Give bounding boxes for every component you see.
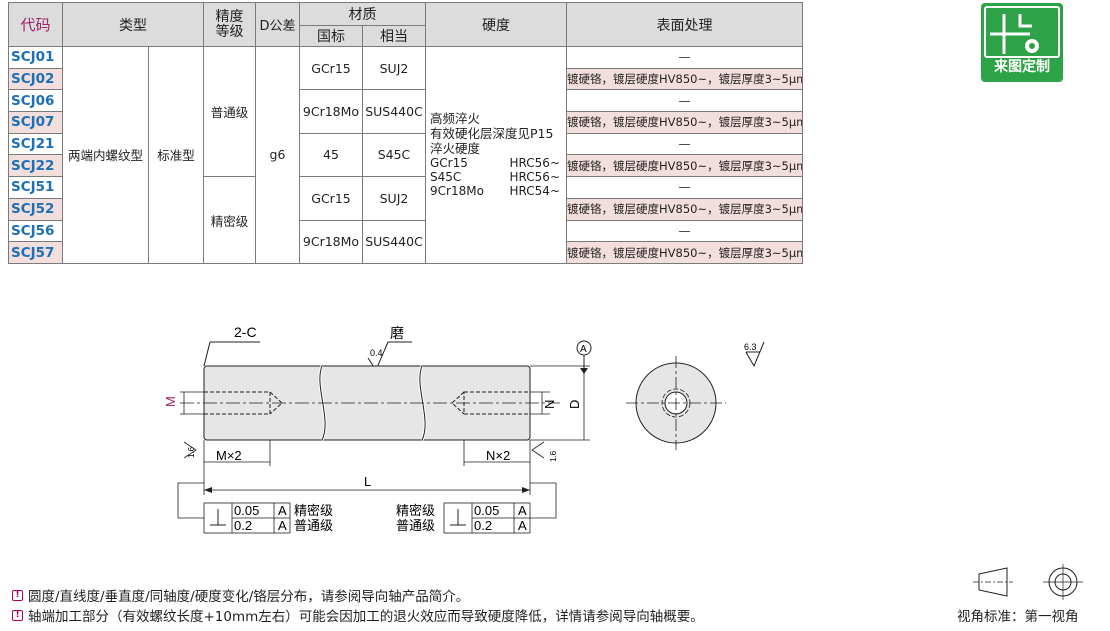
- hardness-material: S45C: [430, 170, 462, 185]
- first-angle-projection-icon: [973, 564, 1083, 600]
- tol-datum-left: A: [278, 503, 287, 518]
- surface-cell: 镀硬铬，镀层硬度HV850~，镀层厚度3~5μm: [566, 197, 803, 221]
- label-normal-right: 普通级: [396, 518, 435, 533]
- dim-N: N: [542, 400, 557, 409]
- precision-fine-cell: 精密级: [203, 176, 256, 264]
- hardness-material: GCr15: [430, 156, 468, 171]
- label-fine-right: 精密级: [396, 503, 435, 518]
- surface-cell: —: [566, 46, 803, 69]
- tol-normal-left: 0.2: [234, 518, 252, 533]
- tol-datum-left-2: A: [278, 518, 287, 533]
- tol-datum-right-2: A: [518, 518, 527, 533]
- header-surface: 表面处理: [566, 2, 803, 47]
- header-hardness: 硬度: [425, 2, 567, 47]
- general-roughness-symbol: 6.3: [744, 341, 765, 368]
- surface-cell: —: [566, 89, 803, 113]
- info-icon: !: [12, 589, 23, 601]
- blueprint-icon: [990, 14, 1039, 54]
- label-fine-left: 精密级: [294, 503, 333, 518]
- hardness-line1: 高频淬火: [430, 111, 481, 127]
- shaft-drawing: 2-C 磨 0.4 A M N D M×2 N×2 1.6 1.6: [163, 324, 726, 534]
- material-eq-cell: S45C: [362, 132, 426, 178]
- dim-M: M: [163, 396, 178, 407]
- material-eq-cell: SUJ2: [362, 176, 426, 221]
- note-2: ! 轴端加工部分（有效螺纹长度+10mm左右）可能会因加工的退火效应而导致硬度降…: [12, 605, 704, 625]
- general-roughness: 6.3: [744, 342, 757, 352]
- material-eq-cell: SUS440C: [362, 219, 426, 264]
- hardness-value: HRC54~: [509, 184, 560, 199]
- tol-fine-right: 0.05: [474, 503, 499, 518]
- info-icon: !: [12, 609, 23, 621]
- header-material: 材质: [299, 2, 426, 26]
- end-roughness-right: 1.6: [549, 450, 558, 462]
- view-standard-label: 视角标准：第一视角: [957, 609, 1079, 625]
- datum-label: A: [580, 344, 587, 355]
- d-tolerance-cell: g6: [255, 46, 300, 264]
- material-cn-cell: 45: [299, 132, 363, 178]
- code-cell[interactable]: SCJ52: [8, 197, 63, 221]
- hardness-row: S45C HRC56~: [430, 170, 560, 184]
- type-sub-cell: 标准型: [148, 46, 204, 264]
- code-cell[interactable]: SCJ07: [8, 111, 63, 134]
- code-cell[interactable]: SCJ06: [8, 89, 63, 113]
- hardness-material: 9Cr18Mo: [430, 184, 484, 199]
- dim-Nx2: N×2: [486, 448, 510, 463]
- surface-cell: —: [566, 219, 803, 243]
- tol-datum-right: A: [518, 503, 527, 518]
- precision-normal-cell: 普通级: [203, 45, 256, 178]
- header-precision: 精度等级: [203, 2, 256, 47]
- chamfer-label: 2-C: [234, 324, 257, 340]
- code-cell[interactable]: SCJ02: [8, 67, 63, 91]
- surface-cell: 镀硬铬，镀层硬度HV850~，镀层厚度3~5μm: [566, 111, 803, 134]
- header-precision-text: 精度等级: [215, 8, 244, 40]
- code-cell[interactable]: SCJ01: [8, 46, 63, 69]
- hardness-value: HRC56~: [509, 156, 560, 171]
- note-1-text: 圆度/直线度/垂直度/同轴度/硬度变化/铬层分布，请参阅导向轴产品简介。: [28, 589, 470, 605]
- hardness-row: 9Cr18Mo HRC54~: [430, 184, 560, 198]
- dim-Mx2: M×2: [216, 448, 242, 463]
- header-material-cn: 国标: [299, 25, 363, 47]
- header-material-eq: 相当: [362, 25, 426, 47]
- material-cn-cell: GCr15: [299, 176, 363, 221]
- surface-cell: —: [566, 132, 803, 156]
- surface-cell: 镀硬铬，镀层硬度HV850~，镀层厚度3~5μm: [566, 154, 803, 178]
- hardness-line3: 淬火硬度: [430, 141, 481, 157]
- surface-cell: —: [566, 176, 803, 199]
- type-main-cell: 两端内螺纹型: [62, 46, 149, 264]
- code-cell[interactable]: SCJ21: [8, 132, 63, 156]
- hardness-row: GCr15 HRC56~: [430, 156, 560, 170]
- grind-label: 磨: [390, 325, 404, 341]
- label-normal-left: 普通级: [294, 518, 333, 533]
- material-eq-cell: SUS440C: [362, 89, 426, 134]
- material-cn-cell: 9Cr18Mo: [299, 219, 363, 264]
- code-cell[interactable]: SCJ57: [8, 241, 63, 264]
- material-eq-cell: SUJ2: [362, 45, 426, 91]
- note-1: ! 圆度/直线度/垂直度/同轴度/硬度变化/铬层分布，请参阅导向轴产品简介。: [12, 585, 469, 605]
- surface-cell: 镀硬铬，镀层硬度HV850~，镀层厚度3~5μm: [566, 67, 803, 91]
- material-cn-cell: GCr15: [299, 45, 363, 91]
- hardness-line2: 有效硬化层深度见P15: [430, 126, 554, 142]
- tol-normal-right: 0.2: [474, 518, 492, 533]
- surface-cell: 镀硬铬，镀层硬度HV850~，镀层厚度3~5μm: [566, 241, 803, 264]
- note-2-text: 轴端加工部分（有效螺纹长度+10mm左右）可能会因加工的退火效应而导致硬度降低，…: [28, 609, 704, 625]
- hardness-value: HRC56~: [509, 170, 560, 185]
- code-cell[interactable]: SCJ51: [8, 176, 63, 199]
- end-roughness-left: 1.6: [187, 446, 196, 458]
- custom-drawing-badge[interactable]: 来图定制: [981, 3, 1063, 82]
- material-cn-cell: 9Cr18Mo: [299, 89, 363, 134]
- header-d-tolerance: D公差: [255, 2, 300, 47]
- badge-frame: [984, 6, 1060, 58]
- spec-table: 代码 类型 精度等级 D公差 材质 硬度 表面处理 国标 相当 SCJ01 两端…: [8, 2, 803, 264]
- dim-L: L: [364, 474, 371, 489]
- header-type: 类型: [62, 2, 204, 47]
- code-cell[interactable]: SCJ22: [8, 154, 63, 178]
- grind-roughness: 0.4: [370, 348, 383, 358]
- dim-D: D: [567, 400, 582, 409]
- badge-label: 来图定制: [994, 59, 1050, 75]
- header-code: 代码: [8, 2, 63, 47]
- code-cell[interactable]: SCJ56: [8, 219, 63, 243]
- tol-fine-left: 0.05: [234, 503, 259, 518]
